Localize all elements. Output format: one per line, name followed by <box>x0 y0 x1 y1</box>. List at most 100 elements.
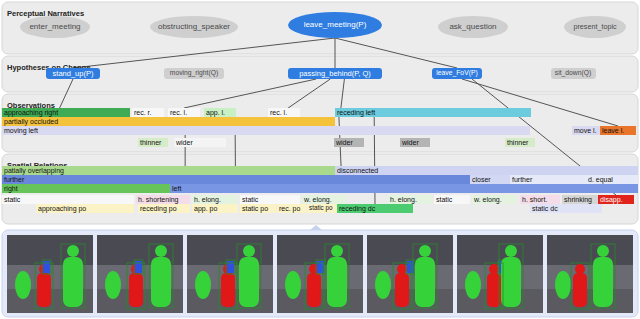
node-label: moving left <box>4 127 38 134</box>
connector-line <box>335 38 336 68</box>
interval-bar: wider <box>400 138 430 147</box>
person-figure <box>501 257 521 307</box>
person-figure <box>15 271 31 299</box>
node-label: static po <box>309 205 332 211</box>
image-strip <box>2 230 638 317</box>
node-label: leave l. <box>602 127 624 134</box>
node-label: static po <box>242 205 268 212</box>
interval-bar: w. elong. <box>302 195 346 204</box>
person-head <box>505 245 517 257</box>
bounding-box <box>61 244 85 308</box>
node-label: static <box>242 196 258 203</box>
node-label: static <box>4 196 20 203</box>
video-frame <box>187 235 273 313</box>
narrative-ellipse: leave_meeting(P) <box>288 12 382 38</box>
video-frame <box>7 235 93 313</box>
connector-line <box>60 79 73 108</box>
interval-bar: h. short. <box>520 195 560 204</box>
node-label: w. elong. <box>474 196 502 203</box>
person-figure <box>465 271 481 299</box>
person-head <box>155 245 167 257</box>
node-label: thinner <box>507 139 528 146</box>
bounding-box <box>127 263 145 309</box>
video-frame <box>367 235 453 313</box>
node-label: thinner <box>140 139 161 146</box>
node-label: present_topic <box>573 23 616 30</box>
interval-bar: h. shortening <box>136 195 190 204</box>
interval-bar: left <box>170 184 638 193</box>
hypothesis-box: leave_FoV(P) <box>432 68 482 79</box>
node-label: ask_question <box>449 23 496 31</box>
hypothesis-box: sit_down(Q) <box>551 68 596 79</box>
connector-line <box>184 79 316 108</box>
interval-bar: app. po <box>192 204 238 213</box>
bounding-box <box>413 244 437 308</box>
node-label: left <box>172 185 181 192</box>
node-label: w. elong. <box>304 196 332 203</box>
person-figure <box>195 271 211 299</box>
interval-bar: h. elong. <box>388 195 432 204</box>
interval-bar: rec. l. <box>168 108 200 117</box>
interval-bar: rec. l. <box>268 108 300 117</box>
person-figure <box>573 273 587 307</box>
node-label: wider <box>336 139 353 146</box>
connector-line <box>341 79 345 108</box>
interval-bar: static po <box>240 204 276 213</box>
bounding-box <box>485 263 503 309</box>
node-label: further <box>4 176 24 183</box>
interval-bar: h. elong. <box>192 195 238 204</box>
interval-bar: right <box>2 184 170 193</box>
video-frame <box>97 235 183 313</box>
person-figure <box>37 273 51 307</box>
interval-bar: w. elong. <box>472 195 516 204</box>
bounding-box <box>134 260 143 274</box>
node-label: h. short. <box>522 196 547 203</box>
interval-bar: static <box>434 195 470 204</box>
node-label: receding dc <box>339 205 375 212</box>
bounding-box <box>325 244 349 308</box>
interval-bar: d. equal <box>586 175 638 184</box>
person-head <box>489 264 499 274</box>
video-frame <box>547 235 633 313</box>
node-label: app. po <box>194 205 217 212</box>
interval-bar: wider <box>174 138 226 147</box>
node-label: rec. l. <box>170 109 187 116</box>
hypothesis-box: passing_behind(P, Q) <box>288 68 382 79</box>
node-label: closer <box>472 176 491 183</box>
pointer-triangle <box>310 225 322 230</box>
interval-bar: rec. po <box>277 204 306 213</box>
node-label: rec. r. <box>134 109 152 116</box>
person-figure <box>129 273 143 307</box>
node-label: rec. po <box>279 205 300 212</box>
panel-band: Observationsapproaching rightrec. r.rec.… <box>2 94 638 152</box>
bounding-box <box>406 260 415 274</box>
panel-ground <box>2 154 638 224</box>
person-figure <box>239 257 259 307</box>
interval-bar: thinner <box>505 138 535 147</box>
person-figure <box>555 271 571 299</box>
bounding-box <box>149 244 173 308</box>
panel-band: Spatial Relationspatially overlappingdis… <box>2 154 638 224</box>
interval-bar: static <box>240 195 300 204</box>
interval-bar: app. l. <box>204 108 236 117</box>
node-label: shrinking <box>564 196 592 203</box>
panel-band: Hypotheses on Changestand_up(P)moving_ri… <box>2 56 638 92</box>
node-label: receding po <box>140 205 177 212</box>
person-figure <box>415 257 435 307</box>
person-head <box>419 245 431 257</box>
node-label: disconnected <box>337 167 378 174</box>
bounding-box <box>393 263 411 309</box>
interval-bar: thinner <box>138 138 168 147</box>
node-label: partially occluded <box>4 118 58 125</box>
person-figure <box>307 273 321 307</box>
node-label: approaching right <box>4 109 58 116</box>
bounding-box <box>591 244 615 308</box>
bounding-box <box>35 263 53 309</box>
interval-bar: receding po <box>138 204 190 213</box>
person-figure <box>105 271 121 299</box>
node-label: sit_down(Q) <box>555 70 591 77</box>
interval-bar: closer <box>470 175 510 184</box>
interval-bar: approaching right <box>2 108 130 117</box>
